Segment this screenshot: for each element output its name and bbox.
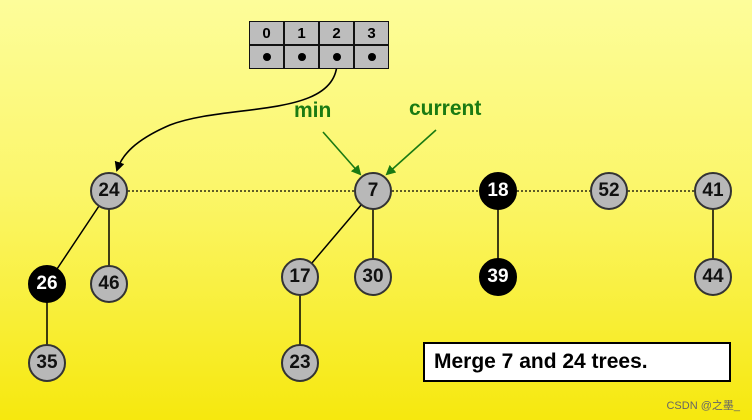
node-41: 41 <box>694 172 732 210</box>
node-46: 46 <box>90 265 128 303</box>
array-pointer-arrow <box>114 56 338 172</box>
node-7: 7 <box>354 172 392 210</box>
array-index-0: 0 <box>249 21 284 45</box>
watermark: CSDN @之墨_ <box>666 400 740 412</box>
current-label: current <box>409 97 482 120</box>
step-message-text: Merge 7 and 24 trees. <box>434 350 648 373</box>
node-44: 44 <box>694 258 732 296</box>
node-30: 30 <box>354 258 392 296</box>
array-slot-2 <box>319 45 354 69</box>
node-17: 17 <box>281 258 319 296</box>
array-slot-1 <box>284 45 319 69</box>
node-24: 24 <box>90 172 128 210</box>
node-18: 18 <box>479 172 517 210</box>
min-label: min <box>294 99 332 122</box>
node-26: 26 <box>28 265 66 303</box>
array-slot-3 <box>354 45 389 69</box>
array-slot-0 <box>249 45 284 69</box>
step-message-box: Merge 7 and 24 trees. <box>423 342 731 382</box>
node-52: 52 <box>590 172 628 210</box>
node-39: 39 <box>479 258 517 296</box>
array-index-2: 2 <box>319 21 354 45</box>
node-35: 35 <box>28 344 66 382</box>
current-arrow <box>385 129 437 176</box>
node-23: 23 <box>281 344 319 382</box>
min-arrow <box>322 131 362 176</box>
array-index-1: 1 <box>284 21 319 45</box>
array-index-3: 3 <box>354 21 389 45</box>
